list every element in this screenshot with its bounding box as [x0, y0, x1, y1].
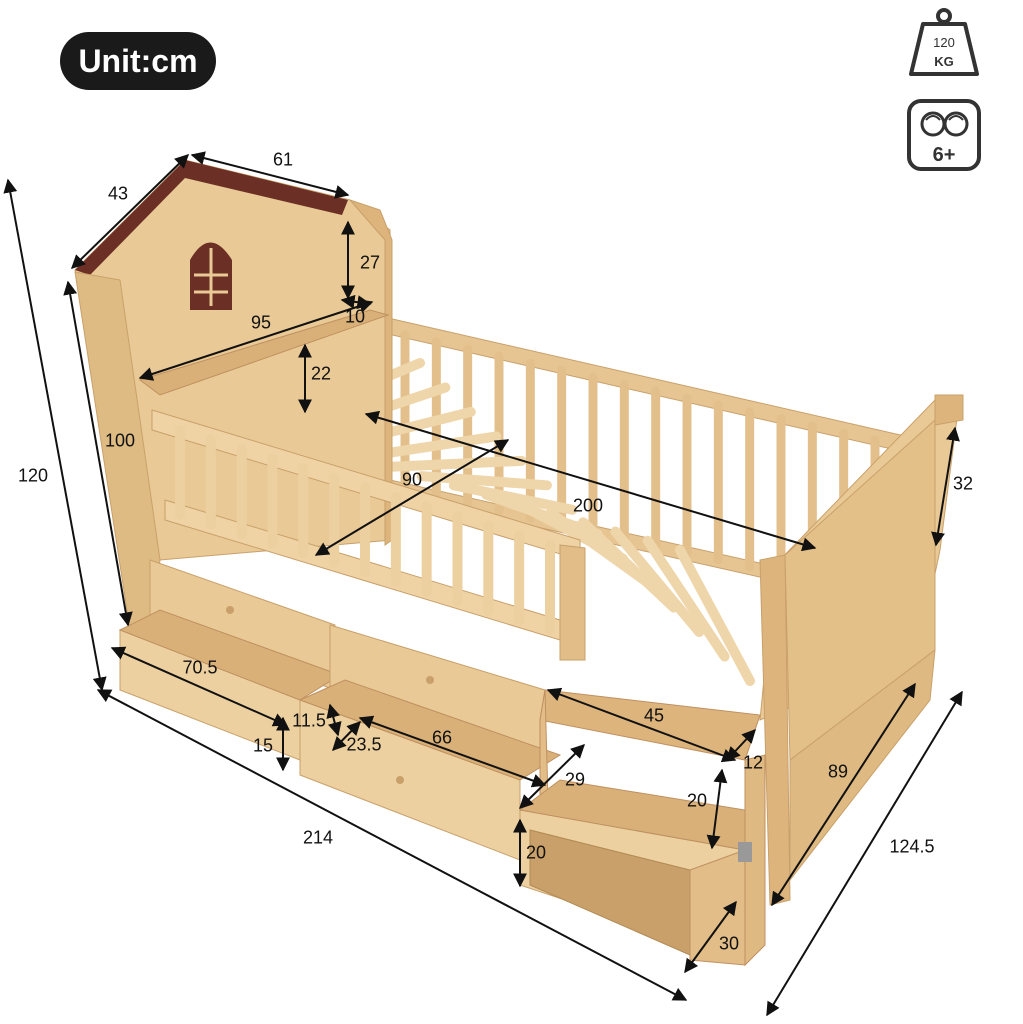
dim-drawer-gap: 11.5	[292, 710, 326, 731]
dim-overall-length: 214	[302, 827, 334, 848]
dim-step-height-bottom: 20	[525, 842, 547, 863]
dim-step-depth-top: 12	[742, 752, 764, 773]
weight-unit: KG	[934, 54, 954, 69]
slat	[642, 535, 730, 662]
dim-headboard-depth: 43	[107, 183, 129, 204]
dim-footboard-length: 89	[827, 761, 849, 782]
dim-shelf-width: 95	[250, 312, 272, 333]
dim-mattress-length: 200	[572, 495, 604, 516]
dim-overall-width: 124.5	[889, 836, 935, 857]
dim-headboard-height: 100	[104, 430, 136, 451]
slat	[384, 455, 527, 472]
weight-value: 120	[933, 35, 955, 50]
kids-age-icon: 6+	[907, 99, 981, 171]
dim-step-height-top: 20	[686, 790, 708, 811]
footboard	[759, 394, 964, 906]
age-label: 6+	[933, 144, 956, 166]
dim-shelf-height: 22	[310, 363, 332, 384]
dimension-lines	[3, 151, 963, 1017]
unit-badge: Unit:cm	[60, 32, 216, 90]
dim-drawer-width: 70.5	[182, 657, 218, 678]
dim-roof-height: 27	[359, 252, 381, 273]
weight-icon: 120 KG	[909, 8, 979, 76]
step-stairs	[518, 689, 766, 967]
dim-step-depth: 30	[718, 933, 740, 954]
dim-mattress-width: 90	[401, 469, 423, 490]
dim-overall-height: 120	[17, 465, 49, 486]
dim-drawer2-width: 66	[431, 727, 453, 748]
dim-shelf-depth: 10	[344, 306, 366, 327]
slat	[675, 545, 755, 686]
dim-footboard-height: 32	[952, 473, 974, 494]
dim-step-diagonal: 29	[564, 769, 586, 790]
dim-drawer-inner: 23.5	[346, 734, 382, 755]
dim-roof-width: 61	[272, 149, 294, 170]
dim-step-width: 45	[643, 705, 665, 726]
dim-drawer-height: 15	[252, 735, 274, 756]
